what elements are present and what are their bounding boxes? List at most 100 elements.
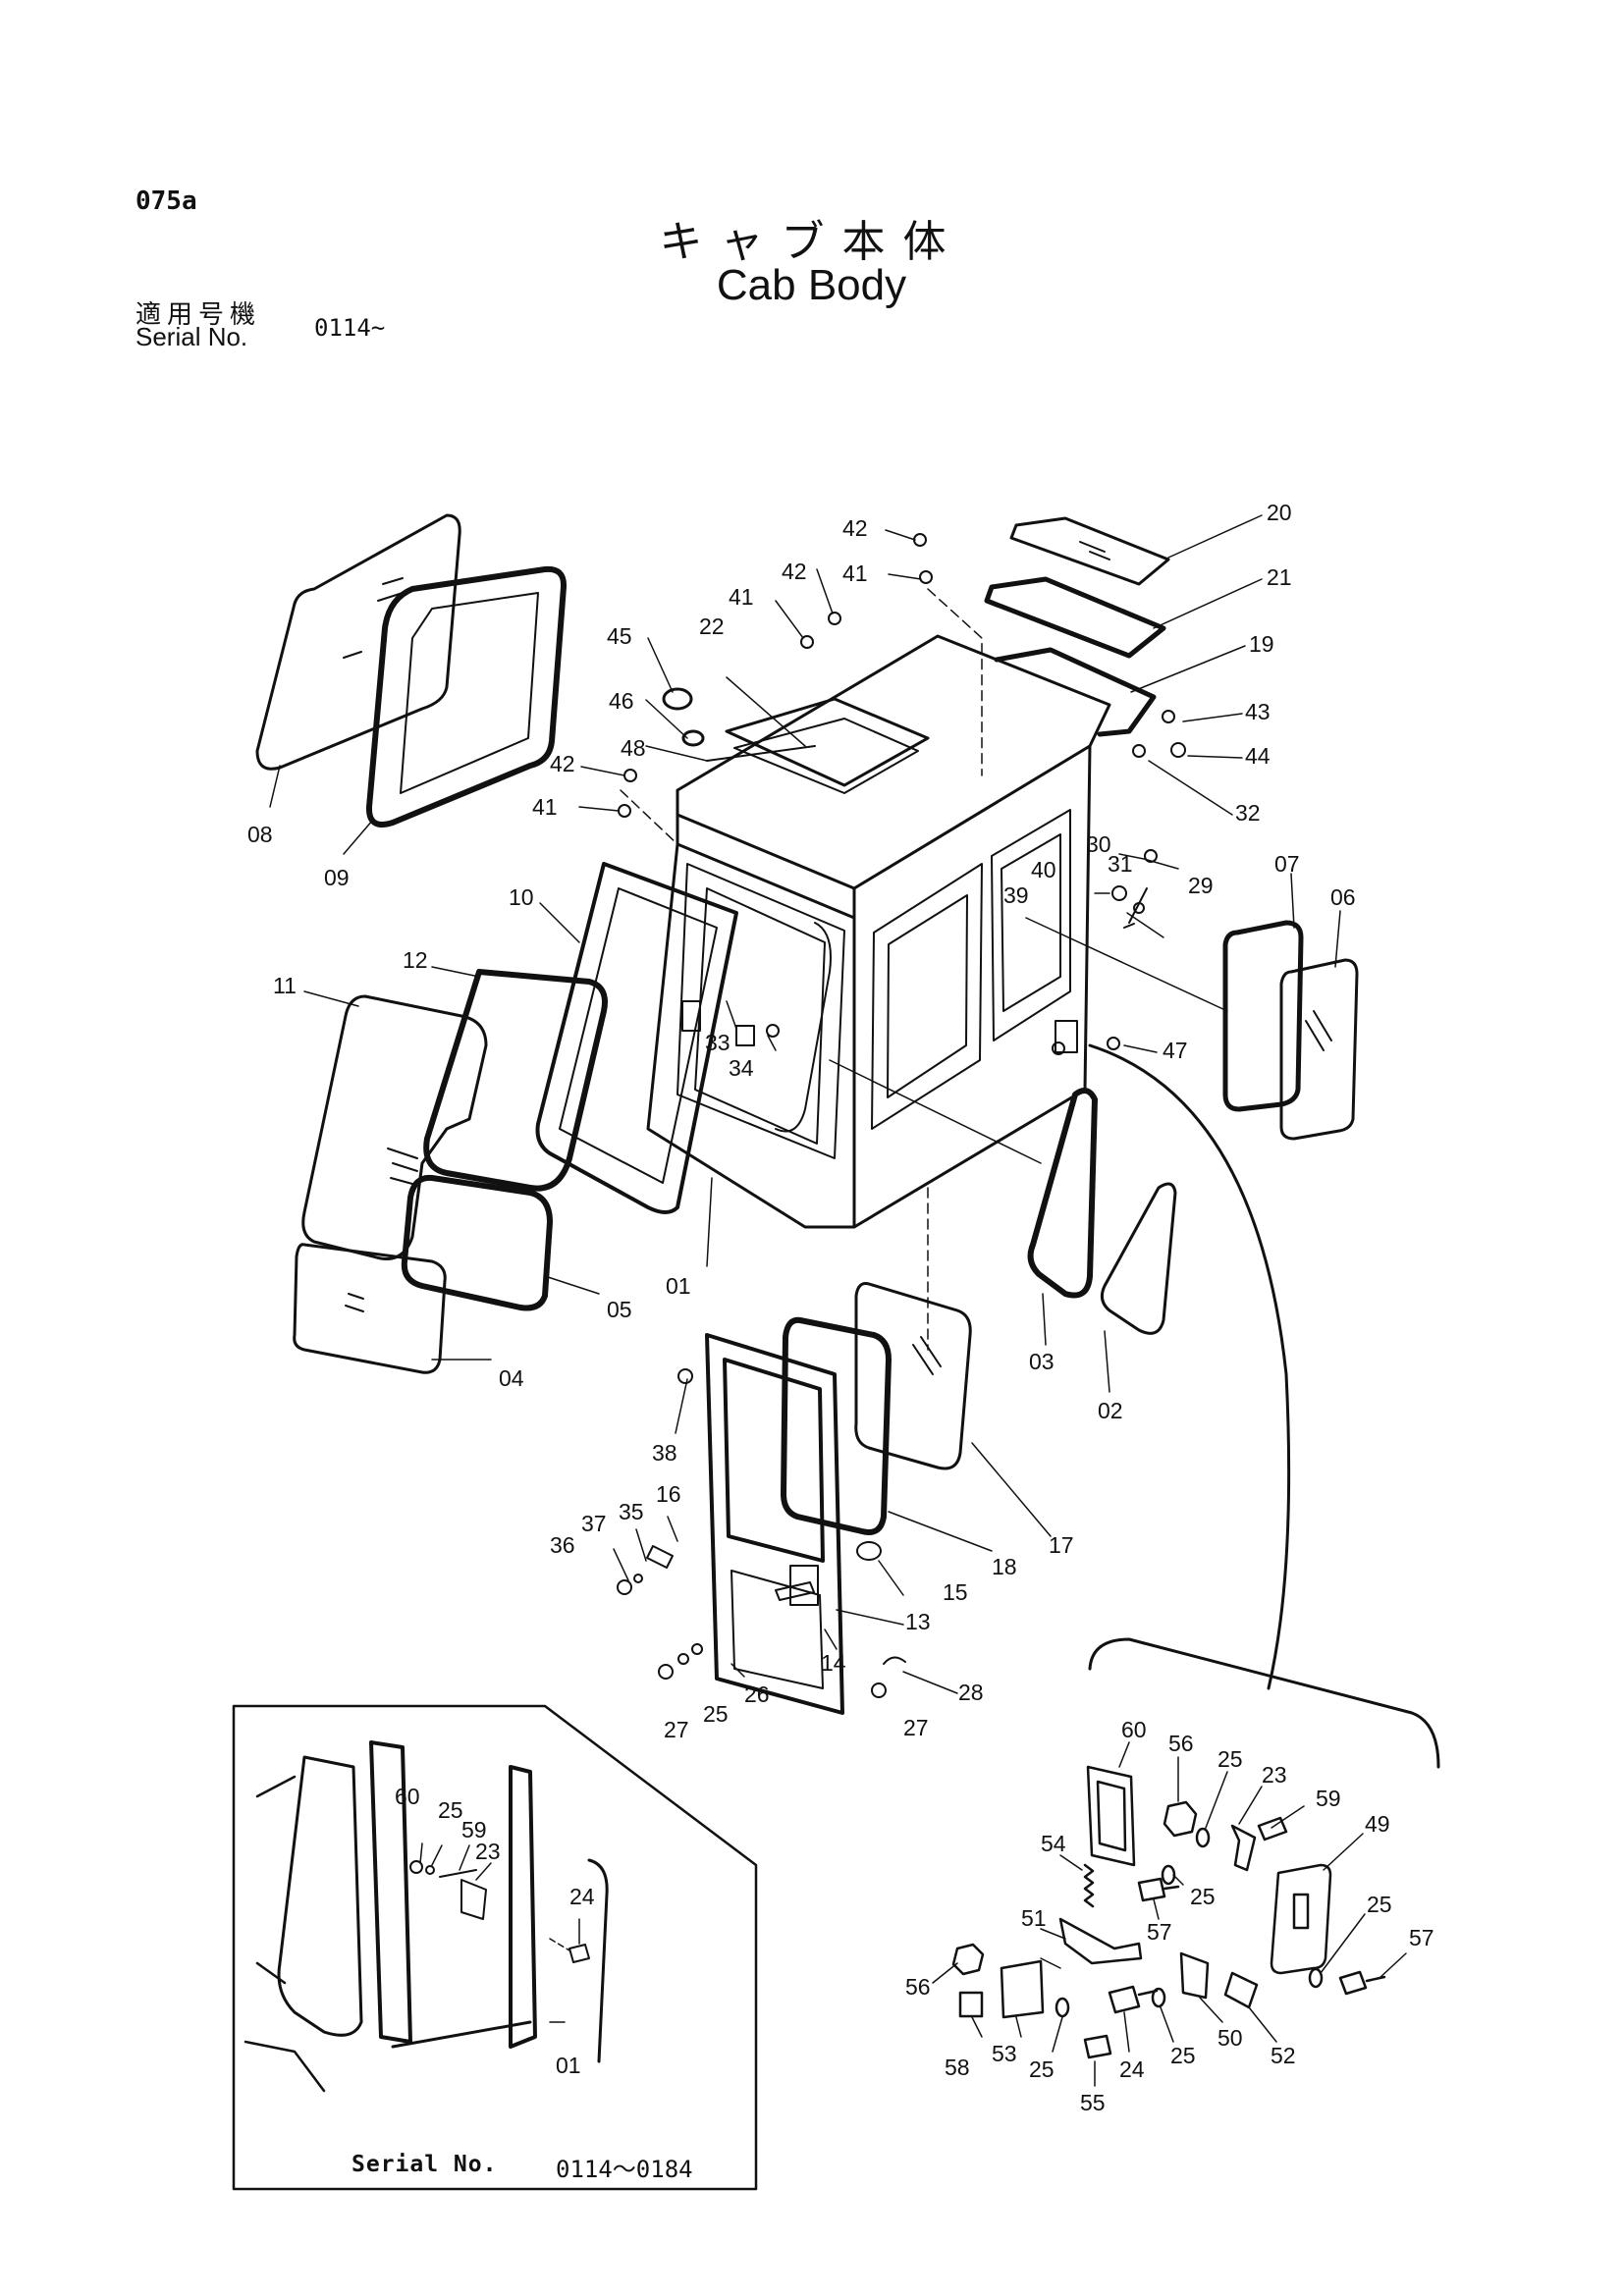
callout-30: 30: [1086, 831, 1111, 857]
callout-40: 40: [1031, 857, 1056, 882]
callout-18: 18: [992, 1554, 1017, 1579]
front-door-frame-10: [535, 862, 738, 1214]
callout-06: 06: [1330, 884, 1356, 910]
callout-44: 44: [1245, 743, 1271, 769]
detail-callout-54: 54: [1041, 1831, 1066, 1856]
callout-39: 39: [1003, 882, 1029, 908]
inset-callout-25: 25: [438, 1797, 463, 1823]
callout-27-right: 27: [903, 1715, 929, 1740]
lower-seal-05: [401, 1174, 553, 1311]
callout-14: 14: [821, 1650, 846, 1676]
door-seal-12: [423, 969, 608, 1192]
callout-29: 29: [1188, 873, 1214, 898]
corner-seal-03: [1027, 1088, 1098, 1299]
applicability-label-en: Serial No.: [135, 322, 248, 351]
callout-05: 05: [607, 1297, 632, 1322]
callout-12: 12: [403, 947, 428, 973]
lower-glass-04: [293, 1243, 447, 1374]
callout-26: 26: [744, 1682, 770, 1707]
callout-38: 38: [652, 1440, 677, 1466]
inset-callout-24: 24: [569, 1884, 595, 1909]
fasteners: [617, 533, 1186, 1698]
callout-46: 46: [609, 688, 634, 714]
detail-callout-25-b: 25: [1190, 1884, 1216, 1909]
detail-callout-59: 59: [1316, 1786, 1341, 1811]
callout-47: 47: [1163, 1038, 1188, 1063]
detail-callout-25-c: 25: [1367, 1892, 1392, 1917]
callout-22: 22: [699, 614, 725, 639]
callout-31: 31: [1108, 851, 1133, 877]
callout-21: 21: [1267, 564, 1292, 590]
detail-callout-57-right: 57: [1409, 1925, 1434, 1950]
callout-15: 15: [943, 1579, 968, 1605]
callout-28: 28: [958, 1680, 984, 1705]
page-code: 075a: [135, 187, 197, 216]
callout-27-left: 27: [664, 1717, 689, 1742]
callout-33: 33: [705, 1030, 730, 1055]
detail-callout-50: 50: [1217, 2025, 1243, 2051]
inset-serial-range: 0114〜0184: [556, 2156, 693, 2183]
roof-frame-19: [994, 647, 1157, 737]
detail-callout-58: 58: [945, 2055, 970, 2080]
detail-bracket: [1088, 1637, 1440, 1769]
callout-41-top: 41: [842, 561, 868, 586]
detail-callout-49: 49: [1365, 1811, 1390, 1837]
callout-34: 34: [729, 1055, 754, 1081]
callout-03: 03: [1029, 1349, 1055, 1374]
dashed-alignment-lines: [620, 588, 983, 1351]
callout-01: 01: [666, 1273, 691, 1299]
detail-callout-52: 52: [1271, 2043, 1296, 2068]
detail-callout-53: 53: [992, 2041, 1017, 2066]
callout-37: 37: [581, 1511, 607, 1536]
side-glass-06: [1279, 958, 1359, 1141]
inset-box: [232, 1704, 758, 2191]
callout-32: 32: [1235, 800, 1261, 826]
applicability-value: 0114~: [314, 314, 386, 342]
cab-body-01: [646, 634, 1111, 1229]
roof-seal-21: [984, 576, 1166, 659]
callout-42-left: 42: [550, 751, 575, 776]
callout-07: 07: [1274, 851, 1300, 877]
applicability-label-jp: 適用号機: [135, 300, 262, 330]
callout-20: 20: [1267, 500, 1292, 525]
rear-seal-18: [781, 1316, 892, 1535]
small-hardware: [646, 887, 1148, 1665]
callout-45: 45: [607, 623, 632, 649]
roof-glass-20: [1009, 516, 1170, 586]
corner-glass-02: [1100, 1182, 1177, 1335]
callout-48: 48: [621, 735, 646, 761]
inset-callout-23: 23: [475, 1839, 501, 1864]
callout-04: 04: [499, 1365, 524, 1391]
inset-callout-01: 01: [556, 2053, 581, 2078]
detail-callout-25-a: 25: [1217, 1746, 1243, 1772]
side-glass-08: [255, 513, 461, 771]
title-japanese: キャブ本体: [659, 217, 964, 267]
inset-callout-60: 60: [395, 1784, 420, 1809]
detail-leaders: [932, 1741, 1407, 2087]
detail-callout-57-left: 57: [1147, 1919, 1172, 1945]
callout-36: 36: [550, 1532, 575, 1558]
detail-callout-55: 55: [1080, 2090, 1106, 2115]
detail-callout-24: 24: [1119, 2056, 1145, 2082]
detail-callout-51: 51: [1021, 1905, 1047, 1931]
detail-callout-25-d: 25: [1029, 2056, 1055, 2082]
detail-callout-60: 60: [1121, 1717, 1147, 1742]
callout-16: 16: [656, 1481, 681, 1507]
detail-callout-56-left: 56: [905, 1974, 931, 2000]
callout-35: 35: [619, 1499, 644, 1524]
callout-41-mid: 41: [729, 584, 754, 610]
inset-serial-label: Serial No.: [352, 2152, 498, 2177]
detail-callout-25-e: 25: [1170, 2043, 1196, 2068]
detail-callout-56-top: 56: [1168, 1731, 1194, 1756]
inset-callout-59: 59: [461, 1817, 487, 1842]
detail-callout-23: 23: [1262, 1762, 1287, 1788]
callout-13: 13: [905, 1609, 931, 1634]
door-glass-11: [301, 994, 488, 1260]
grommets-45-46-48: [662, 687, 816, 762]
callout-09: 09: [324, 865, 350, 890]
callout-42-top: 42: [842, 515, 868, 541]
leader-lines: [269, 514, 1341, 1694]
callout-25: 25: [703, 1701, 729, 1727]
callout-41-left: 41: [532, 794, 558, 820]
